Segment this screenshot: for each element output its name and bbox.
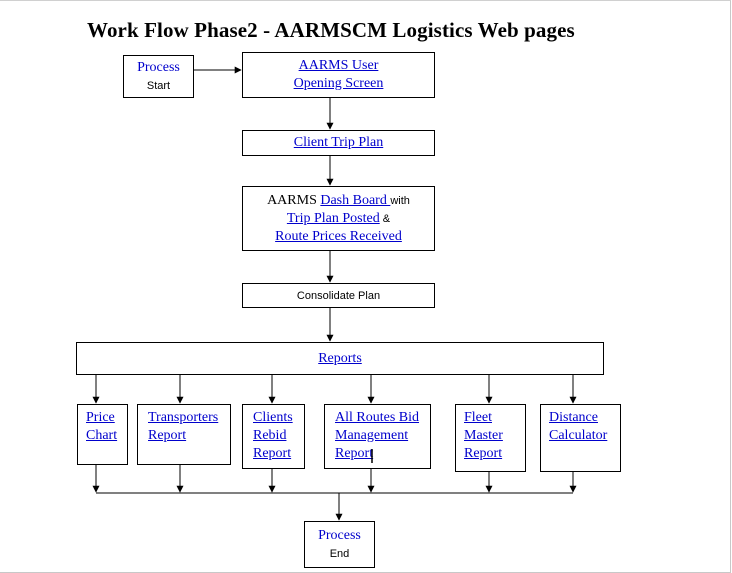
reports-link[interactable]: Reports [318,350,362,366]
process-start-label: Process [137,59,180,75]
trip-plan-posted-link[interactable]: Trip Plan Posted [286,210,380,226]
process-end-sublabel: End [329,547,350,560]
transporters-report-link-line1[interactable]: Transporters [148,410,219,425]
client-trip-plan-box: Client Trip Plan [242,130,435,156]
process-start-sublabel: Start [146,79,171,92]
dashboard-box: AARMS Dash Board with Trip Plan Posted &… [242,186,435,251]
distance-calculator-link-line2[interactable]: Calculator [549,428,608,443]
reports-box: Reports [76,342,604,375]
distance-calculator-link-line1[interactable]: Distance [549,410,598,425]
client-trip-plan-link[interactable]: Client Trip Plan [293,135,384,150]
consolidate-plan-box: Consolidate Plan [242,283,435,308]
fleet-master-link-line2[interactable]: Master [464,428,503,443]
opening-screen-link-line1[interactable]: AARMS User [298,58,379,73]
dashboard-link[interactable]: Dash Board [320,192,391,208]
clients-rebid-report-link-line2[interactable]: Rebid [253,428,287,443]
price-chart-box: Price Chart [77,404,128,465]
all-routes-bid-link-line1[interactable]: All Routes Bid [335,410,420,425]
fleet-master-link-line1[interactable]: Fleet [464,410,492,425]
all-routes-bid-link-line3[interactable]: Report [335,446,374,461]
price-chart-link-line2[interactable]: Chart [86,428,118,443]
distance-calculator-box: Distance Calculator [540,404,621,472]
price-chart-link-line1[interactable]: Price [86,410,115,425]
process-end-label: Process [318,527,361,543]
fleet-master-link-line3[interactable]: Report [464,446,503,461]
dashboard-with: with [390,194,410,207]
clients-rebid-report-box: Clients Rebid Report [242,404,305,469]
opening-screen-box: AARMS User Opening Screen [242,52,435,98]
dashboard-prefix: AARMS [267,192,321,208]
transporters-report-link-line2[interactable]: Report [148,428,187,443]
diagram-title: Work Flow Phase2 - AARMSCM Logistics Web… [87,18,575,42]
clients-rebid-report-link-line1[interactable]: Clients [253,410,293,425]
process-end-box: Process End [304,521,375,568]
opening-screen-link-line2[interactable]: Opening Screen [293,76,384,91]
fleet-master-report-box: Fleet Master Report [455,404,526,472]
dashboard-ampersand: & [379,212,391,225]
all-routes-bid-link-line2[interactable]: Management [335,428,409,443]
clients-rebid-report-link-line3[interactable]: Report [253,446,292,461]
process-start-box: Process Start [123,55,194,98]
transporters-report-box: Transporters Report [137,404,231,465]
all-routes-bid-report-box: All Routes Bid Management Report [324,404,431,469]
route-prices-received-link[interactable]: Route Prices Received [275,228,402,244]
consolidate-plan-label: Consolidate Plan [296,289,381,302]
